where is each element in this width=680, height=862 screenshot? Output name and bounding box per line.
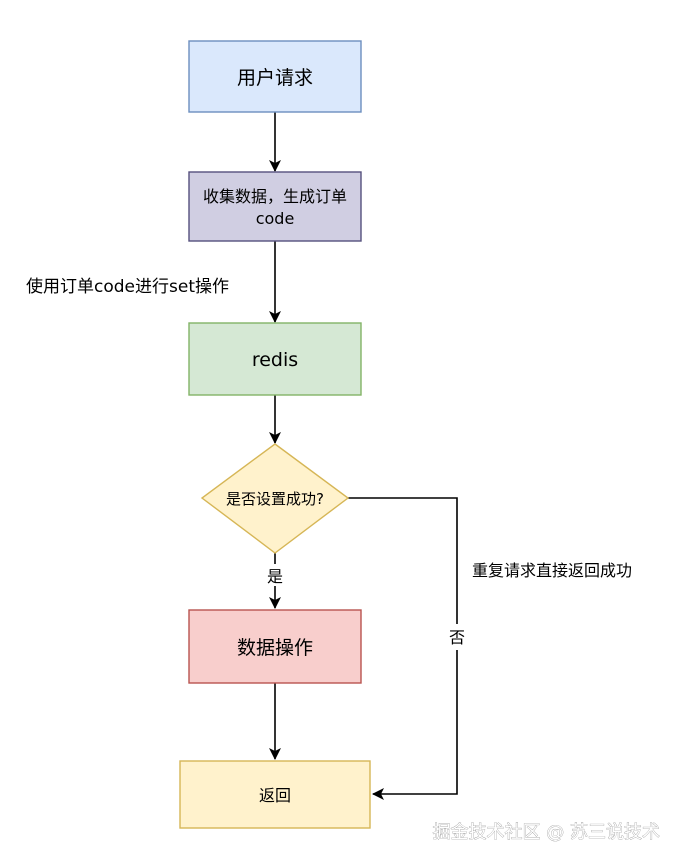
- node-data-operation-box: [188, 609, 362, 684]
- node-collect-data-label-line1: 收集数据，生成订单: [203, 187, 347, 206]
- node-collect-data-label-line2: code: [256, 209, 295, 228]
- node-collect-data: 收集数据，生成订单 code: [188, 171, 362, 242]
- edge-decision-no-to-return: [348, 497, 458, 800]
- node-redis-box: [188, 322, 362, 396]
- edge-label-no-background: [446, 624, 468, 650]
- node-return: 返回: [179, 760, 371, 829]
- node-user-request-box: [188, 40, 362, 113]
- node-redis-label: redis: [252, 349, 298, 371]
- edge-label-yes-background: [262, 564, 288, 586]
- node-user-request-label: 用户请求: [237, 67, 313, 89]
- edge-label-yes: 是: [267, 567, 283, 586]
- node-collect-data-box: [188, 171, 362, 242]
- edge-label-no: 否: [449, 628, 465, 647]
- edge-label-set-operation: 使用订单code进行set操作: [26, 276, 229, 297]
- node-decision-diamond: [200, 443, 350, 554]
- edge-label-retry-return-success: 重复请求直接返回成功: [472, 561, 632, 580]
- watermark: 掘金技术社区 @ 苏三说技术: [433, 822, 660, 843]
- node-data-operation: 数据操作: [188, 609, 362, 684]
- node-decision: 是否设置成功?: [200, 443, 350, 554]
- node-return-box: [179, 760, 371, 829]
- node-decision-label: 是否设置成功?: [226, 490, 324, 508]
- node-data-operation-label: 数据操作: [237, 637, 313, 659]
- node-return-label: 返回: [259, 786, 291, 805]
- node-user-request: 用户请求: [188, 40, 362, 113]
- node-redis: redis: [188, 322, 362, 396]
